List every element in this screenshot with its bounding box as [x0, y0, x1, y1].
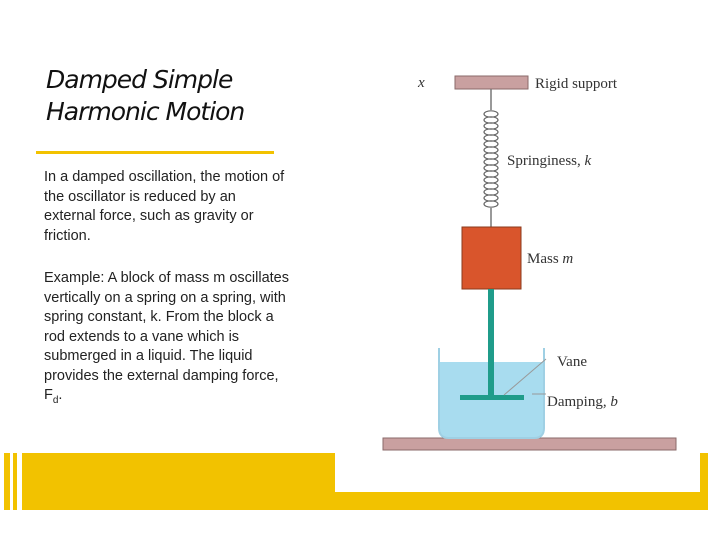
- damped-oscillator-diagram: x Rigid support Springiness, k Mass m Va…: [382, 75, 677, 451]
- damping-label-text: Damping,: [547, 394, 610, 410]
- container: [438, 348, 545, 439]
- paragraph-example-text: Example: A block of mass m oscillates ve…: [44, 270, 289, 403]
- slide-title-line-2: Harmonic Motion: [46, 97, 245, 126]
- force-subscript: d: [52, 394, 59, 406]
- body-text: In a damped oscillation, the motion of t…: [44, 168, 289, 433]
- springiness-var: k: [585, 153, 592, 169]
- vane: [460, 395, 524, 400]
- damping-var: b: [610, 394, 618, 410]
- mass-var: m: [562, 251, 573, 267]
- springiness-label: Springiness, k: [507, 153, 592, 169]
- spring: [483, 110, 499, 208]
- slide-title: Damped Simple Harmonic Motion: [46, 64, 336, 128]
- paragraph-example-end: .: [58, 387, 63, 403]
- springiness-label-text: Springiness,: [507, 153, 585, 169]
- rigid-support-bar: [454, 75, 529, 90]
- slide-title-line-1: Damped Simple: [46, 65, 233, 94]
- title-underline: [36, 151, 274, 154]
- footer-accent-corner: [700, 453, 708, 492]
- x-axis-label: x: [417, 75, 425, 91]
- paragraph-example: Example: A block of mass m oscillates ve…: [44, 269, 289, 410]
- footer-accent-bar-1: [4, 453, 10, 510]
- rod: [488, 289, 494, 397]
- damping-label: Damping, b: [547, 394, 618, 410]
- footer-accent-block: [22, 453, 335, 510]
- mass-label-text: Mass: [527, 251, 562, 267]
- rigid-support-label: Rigid support: [535, 76, 618, 92]
- mass-block: [461, 226, 522, 290]
- footer-accent-bar-2: [13, 453, 17, 510]
- vane-pointer: [503, 358, 547, 396]
- paragraph-definition: In a damped oscillation, the motion of t…: [44, 169, 285, 244]
- mass-label: Mass m: [527, 251, 573, 267]
- floor: [382, 437, 677, 451]
- vane-label: Vane: [557, 354, 587, 370]
- footer-accent-strip: [335, 492, 708, 510]
